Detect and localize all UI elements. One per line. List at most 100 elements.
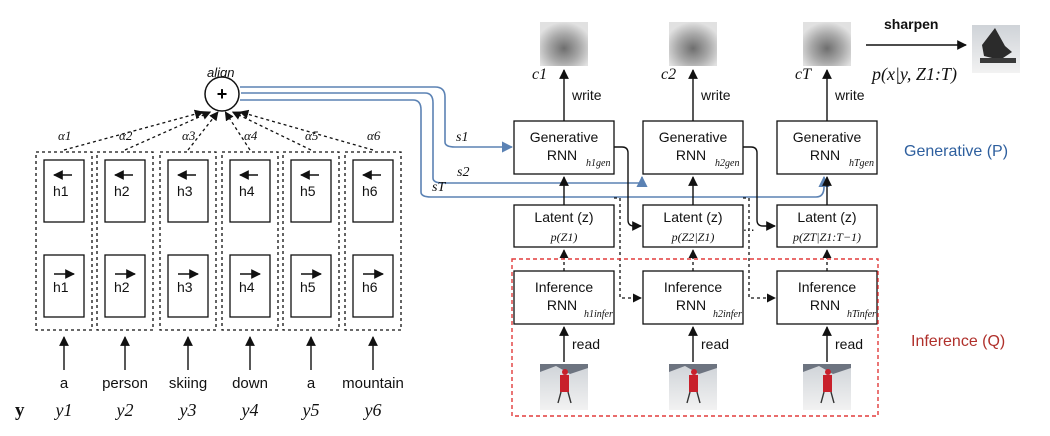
s1-connection xyxy=(240,86,514,153)
backward-state-1 xyxy=(43,159,85,223)
align-sum-node xyxy=(204,76,240,112)
latent-title-T: Latent (z) xyxy=(797,209,856,225)
inference-rnn-1 xyxy=(513,270,615,325)
alpha-2: α2 xyxy=(119,128,133,143)
forward-state-label-6: h6 xyxy=(362,279,378,295)
alpha-4: α4 xyxy=(244,128,258,143)
read-label-T: read xyxy=(835,336,863,352)
word-4: down xyxy=(232,375,268,392)
inference-recurrence-1 xyxy=(614,197,642,303)
write-label-1: write xyxy=(571,87,602,103)
latent-2 xyxy=(642,204,744,248)
c-label-T: cT xyxy=(795,66,812,83)
encoder-column-1 xyxy=(35,151,93,331)
latent-prob-1: p(Z1) xyxy=(550,230,578,244)
posterior-label: p(x|y, Z1:T) xyxy=(870,64,957,85)
forward-state-label-2: h2 xyxy=(114,279,130,295)
generative-line1-1: Generative xyxy=(530,129,599,145)
y-index-4: y4 xyxy=(240,400,259,420)
y-index-3: y3 xyxy=(178,400,197,420)
y-index-6: y6 xyxy=(363,400,382,420)
encoder-column-3 xyxy=(159,151,217,331)
align-label: align xyxy=(207,65,234,80)
s2-connection xyxy=(241,92,648,188)
inference-sub-2: h2infer xyxy=(713,309,742,320)
input-image-T xyxy=(803,364,851,410)
c-label-2: c2 xyxy=(661,66,676,83)
generative-line2-2: RNN xyxy=(676,147,706,163)
sharpen-label: sharpen xyxy=(884,16,938,32)
generative-rnn-T xyxy=(776,120,878,175)
write-label-2: write xyxy=(700,87,731,103)
backward-state-label-1: h1 xyxy=(53,183,69,199)
generative-line1-2: Generative xyxy=(659,129,728,145)
encoder-column-5 xyxy=(282,151,340,331)
c-label-1: c1 xyxy=(532,66,547,83)
inference-sub-1: h1infer xyxy=(584,309,613,320)
forward-state-1 xyxy=(43,254,85,318)
attention-arrow-4 xyxy=(224,111,251,151)
backward-state-2 xyxy=(104,159,146,223)
generative-recurrence-1 xyxy=(614,146,642,231)
sT-label: sT xyxy=(432,180,446,195)
latent-1 xyxy=(513,204,615,248)
forward-state-label-5: h5 xyxy=(300,279,316,295)
backward-state-4 xyxy=(229,159,271,223)
y-vector-label: y xyxy=(15,400,25,421)
generative-line1-T: Generative xyxy=(793,129,862,145)
attention-arrow-1 xyxy=(63,109,204,151)
forward-state-label-1: h1 xyxy=(53,279,69,295)
y-index-5: y5 xyxy=(301,400,320,420)
generative-sub-1: h1gen xyxy=(586,158,610,169)
canvas-image-T xyxy=(803,22,851,66)
inference-recurrence-2 xyxy=(743,197,776,303)
forward-state-4 xyxy=(229,254,271,318)
write-label-T: write xyxy=(834,87,865,103)
latent-T xyxy=(776,204,878,248)
inference-line1-1: Inference xyxy=(535,279,594,295)
latent-title-2: Latent (z) xyxy=(663,209,722,225)
encoder-column-6 xyxy=(344,151,402,331)
s1-label: s1 xyxy=(456,130,468,145)
generative-recurrence-2 xyxy=(743,146,776,231)
inference-rnn-T xyxy=(776,270,878,325)
generative-sub-2: h2gen xyxy=(715,158,739,169)
latent-prob-T: p(ZT|Z1:T−1) xyxy=(792,230,861,244)
attention-arrow-2 xyxy=(124,111,212,151)
input-image-2 xyxy=(669,364,717,410)
generative-legend: Generative (P) xyxy=(904,143,1008,160)
inference-rnn-2 xyxy=(642,270,744,325)
canvas-image-1 xyxy=(540,22,588,66)
forward-state-3 xyxy=(167,254,209,318)
alpha-3: α3 xyxy=(182,128,196,143)
generative-rnn-2 xyxy=(642,120,744,175)
backward-state-label-2: h2 xyxy=(114,183,130,199)
inference-line2-T: RNN xyxy=(810,297,840,313)
alpha-5: α5 xyxy=(305,128,319,143)
read-label-2: read xyxy=(701,336,729,352)
ellipsis: ... xyxy=(743,218,755,234)
sT-connection xyxy=(240,99,830,198)
inference-line1-2: Inference xyxy=(664,279,723,295)
backward-state-label-3: h3 xyxy=(177,183,193,199)
alpha-1: α1 xyxy=(58,128,71,143)
inference-line1-T: Inference xyxy=(798,279,857,295)
y-index-1: y1 xyxy=(54,400,73,420)
backward-state-label-6: h6 xyxy=(362,183,378,199)
encoder-column-2 xyxy=(96,151,154,331)
attention-arrow-3 xyxy=(187,111,219,151)
backward-state-5 xyxy=(290,159,332,223)
forward-state-label-3: h3 xyxy=(177,279,193,295)
generative-line2-1: RNN xyxy=(547,147,577,163)
word-6: mountain xyxy=(342,375,404,392)
generative-line2-T: RNN xyxy=(810,147,840,163)
encoder-group: align + α1h1h1ay1α2h2h2persony2α3h3h3ski… xyxy=(35,65,404,420)
input-image-1 xyxy=(540,364,588,410)
backward-state-label-5: h5 xyxy=(300,183,316,199)
backward-state-6 xyxy=(352,159,394,223)
generative-sub-T: hTgen xyxy=(849,158,874,169)
